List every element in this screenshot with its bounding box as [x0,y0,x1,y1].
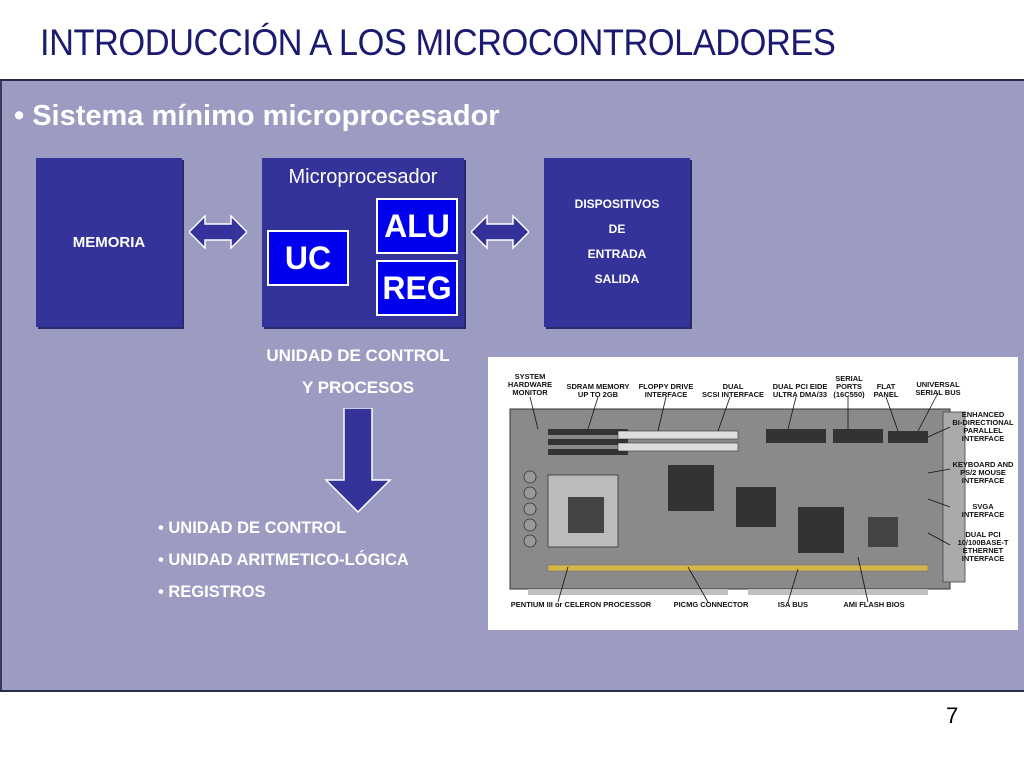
caption-line: UNIDAD DE CONTROL [266,346,450,365]
dispositivos-block: DISPOSITIVOS DE ENTRADA SALIDA [544,158,690,327]
microprocesador-label: Microprocesador [288,166,438,188]
memoria-label: MEMORIA [72,234,146,251]
dispositivos-line: ENTRADA [587,247,647,261]
memoria-block: MEMORIA [36,158,182,327]
board-label: SDRAM MEMORY UP TO 2GB [566,382,630,399]
motherboard-illustration [509,392,966,603]
double-arrow-icon [189,214,247,250]
dispositivos-line: DISPOSITIVOS [574,197,660,211]
caption-line: Y PROCESOS [301,378,415,397]
board-label: ISA BUS [777,600,809,609]
double-arrow-icon [471,214,529,250]
board-label: UNIVERSAL SERIAL BUS [915,380,961,397]
board-label: FLAT PANEL [873,382,899,399]
motherboard-image: SYSTEM HARDWARE MONITOR SDRAM MEMORY UP … [488,357,1018,630]
dispositivos-label: DISPOSITIVOS DE ENTRADA SALIDA [544,192,690,292]
slide-title: INTRODUCCIÓN A LOS MICROCONTROLADORES [40,22,836,63]
board-label: PICMG CONNECTOR [673,600,749,609]
board-label: DUAL PCI 10/100BASE-T ETHERNET INTERFACE [957,530,1009,563]
board-label: SYSTEM HARDWARE MONITOR [507,372,553,397]
dispositivos-line: DE [608,222,626,236]
board-label: DUAL PCI EIDE ULTRA DMA/33 [772,382,828,399]
uc-block: UC [267,230,349,286]
reg-block: REG [376,260,458,316]
board-label: AMI FLASH BIOS [843,600,905,609]
component-list: UNIDAD DE CONTROL UNIDAD ARITMETICO-LÓGI… [158,512,409,608]
dispositivos-line: SALIDA [594,272,640,286]
board-label: ENHANCED BI-DIRECTIONAL PARALLEL INTERFA… [952,410,1014,443]
board-label: SERIAL PORTS (16C550) [833,374,865,399]
board-label: SVGA INTERFACE [961,502,1005,519]
board-label: KEYBOARD AND PS/2 MOUSE INTERFACE [952,460,1014,485]
unidad-caption: UNIDAD DE CONTROL Y PROCESOS [232,340,484,404]
list-item: UNIDAD ARITMETICO-LÓGICA [158,544,408,576]
alu-block: ALU [376,198,458,254]
microprocesador-block: Microprocesador ALU UC REG [262,158,464,327]
list-item: UNIDAD DE CONTROL [158,512,409,544]
board-label: PENTIUM III or CELERON PROCESSOR [510,600,652,609]
list-item: REGISTROS [158,576,409,608]
board-label: FLOPPY DRIVE INTERFACE [638,382,694,399]
section-heading: • Sistema mínimo microprocesador [14,100,500,132]
down-arrow-icon [324,408,392,514]
page-number: 7 [946,703,959,728]
board-label: DUAL SCSI INTERFACE [701,382,765,399]
